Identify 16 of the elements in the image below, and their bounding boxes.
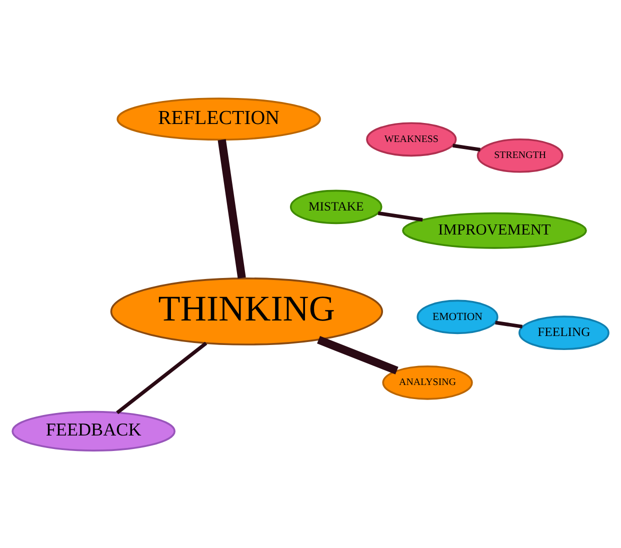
node-ellipse: MISTAKE xyxy=(290,189,382,224)
connector xyxy=(218,138,246,278)
node-ellipse: REFLECTION xyxy=(116,97,321,140)
node-ellipse: EMOTION xyxy=(416,299,498,334)
node-ellipse: IMPROVEMENT xyxy=(402,212,587,248)
connector xyxy=(495,320,523,328)
node-ellipse: FEELING xyxy=(518,315,610,350)
node-ellipse: WEAKNESS xyxy=(366,122,457,156)
node-ellipse: ANALYSING xyxy=(382,365,473,400)
node-ellipse: FEEDBACK xyxy=(12,410,176,451)
node-ellipse: THINKING xyxy=(110,277,384,345)
connector xyxy=(116,341,208,414)
node-ellipse: STRENGTH xyxy=(476,138,564,172)
connector xyxy=(378,210,423,222)
connector xyxy=(452,143,480,151)
connector xyxy=(317,335,398,374)
